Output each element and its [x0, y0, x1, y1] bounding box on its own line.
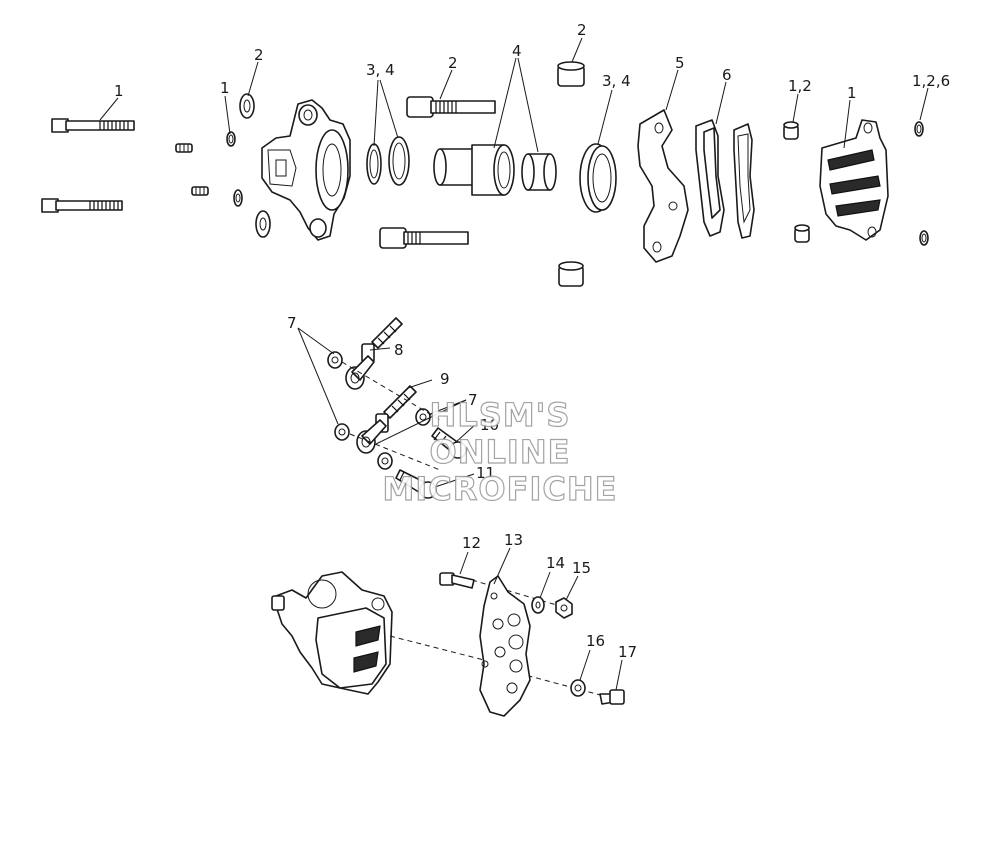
- callout-24: 16: [586, 632, 605, 650]
- assembly-line-upper: [341, 361, 441, 421]
- watermark-line-1: HLSM'S: [429, 396, 571, 434]
- brake-hose-upper[interactable]: [361, 317, 403, 363]
- callout-5: 2: [448, 54, 458, 72]
- tiny-o-ring-upper[interactable]: [914, 121, 924, 137]
- callout-2: 1: [220, 79, 230, 97]
- callout-16: 9: [440, 370, 450, 388]
- callout-22: 14: [546, 554, 565, 572]
- callout-21: 13: [504, 531, 523, 549]
- watermark-line-3: MICROFICHE: [382, 470, 618, 508]
- hose-washer-mid[interactable]: [415, 408, 431, 426]
- slide-pin-lower[interactable]: [379, 227, 469, 249]
- pin-boot-lower[interactable]: [794, 224, 810, 243]
- callout-4: 3, 4: [366, 61, 395, 79]
- callout-6: 4: [512, 42, 522, 60]
- caliper-mounting-bracket[interactable]: [637, 109, 689, 263]
- callout-8: 3, 4: [602, 72, 631, 90]
- callout-12: 1: [847, 84, 857, 102]
- banjo-bolt-11[interactable]: [395, 469, 437, 499]
- lock-nut-15[interactable]: [555, 597, 573, 619]
- caliper-piston-large[interactable]: [433, 144, 515, 196]
- assembled-caliper[interactable]: [271, 571, 393, 695]
- hose-washer-low[interactable]: [377, 452, 393, 470]
- bleeder-screw-upper[interactable]: [175, 143, 193, 153]
- brake-pad-outer[interactable]: [733, 123, 755, 239]
- assembly-line-lower: [349, 433, 441, 471]
- callout-14: 7: [287, 314, 297, 332]
- assembly-line-nut: [471, 579, 561, 607]
- callout-7: 2: [577, 21, 587, 39]
- callout-17: 7: [468, 391, 478, 409]
- sleeve-bushing-top[interactable]: [557, 61, 585, 87]
- callout-11: 1,2: [788, 77, 812, 95]
- washer-16[interactable]: [570, 679, 586, 697]
- mounting-bolt-17[interactable]: [599, 689, 625, 705]
- callout-1: 1: [114, 82, 124, 100]
- bleeder-screw-lower[interactable]: [191, 186, 209, 196]
- assembly-line-bottom: [389, 635, 485, 661]
- banjo-bolt-10[interactable]: [431, 427, 467, 459]
- dust-seal-large[interactable]: [579, 143, 617, 213]
- piston-seal-small[interactable]: [366, 143, 382, 185]
- washer-14[interactable]: [531, 596, 545, 614]
- leader-lines: [99, 37, 929, 691]
- callout-labels: 1 1 2 3, 4 2 4 2 3, 4 5 6 1,2 1 1,2,6 7 …: [114, 21, 950, 661]
- callout-18: 10: [480, 416, 499, 434]
- tiny-o-ring-lower[interactable]: [919, 230, 929, 246]
- o-ring-small-upper[interactable]: [226, 131, 236, 147]
- sleeve-bushing-bottom[interactable]: [558, 261, 584, 287]
- washer-lower[interactable]: [255, 210, 271, 238]
- slide-pin-upper[interactable]: [406, 96, 496, 118]
- mounting-bolt-12[interactable]: [439, 572, 475, 589]
- pin-boot-upper[interactable]: [783, 121, 799, 140]
- callout-15: 8: [394, 341, 404, 359]
- caliper-outer-half[interactable]: [819, 119, 889, 241]
- callout-13: 1,2,6: [912, 72, 950, 90]
- callout-10: 6: [722, 66, 732, 84]
- piston-seal-large[interactable]: [388, 136, 410, 186]
- callout-25: 17: [618, 643, 637, 661]
- callout-20: 12: [462, 534, 481, 552]
- o-ring-small-lower[interactable]: [233, 189, 243, 207]
- callout-23: 15: [572, 559, 591, 577]
- brake-pad-inner[interactable]: [695, 119, 725, 237]
- callout-9: 5: [675, 54, 685, 72]
- callout-19: 11: [476, 464, 495, 482]
- long-bolt-upper[interactable]: [51, 118, 135, 133]
- watermark-line-2: ONLINE: [429, 433, 571, 471]
- caliper-body-half[interactable]: [261, 99, 351, 241]
- washer-upper[interactable]: [239, 93, 255, 119]
- long-bolt-lower[interactable]: [41, 198, 123, 213]
- hose-washer-upper[interactable]: [327, 351, 343, 369]
- caliper-piston-small[interactable]: [521, 153, 557, 191]
- bracket-plate[interactable]: [479, 575, 531, 717]
- callout-3: 2: [254, 46, 264, 64]
- hose-washer-left[interactable]: [334, 423, 350, 441]
- banjo-fitting-upper[interactable]: [345, 355, 375, 390]
